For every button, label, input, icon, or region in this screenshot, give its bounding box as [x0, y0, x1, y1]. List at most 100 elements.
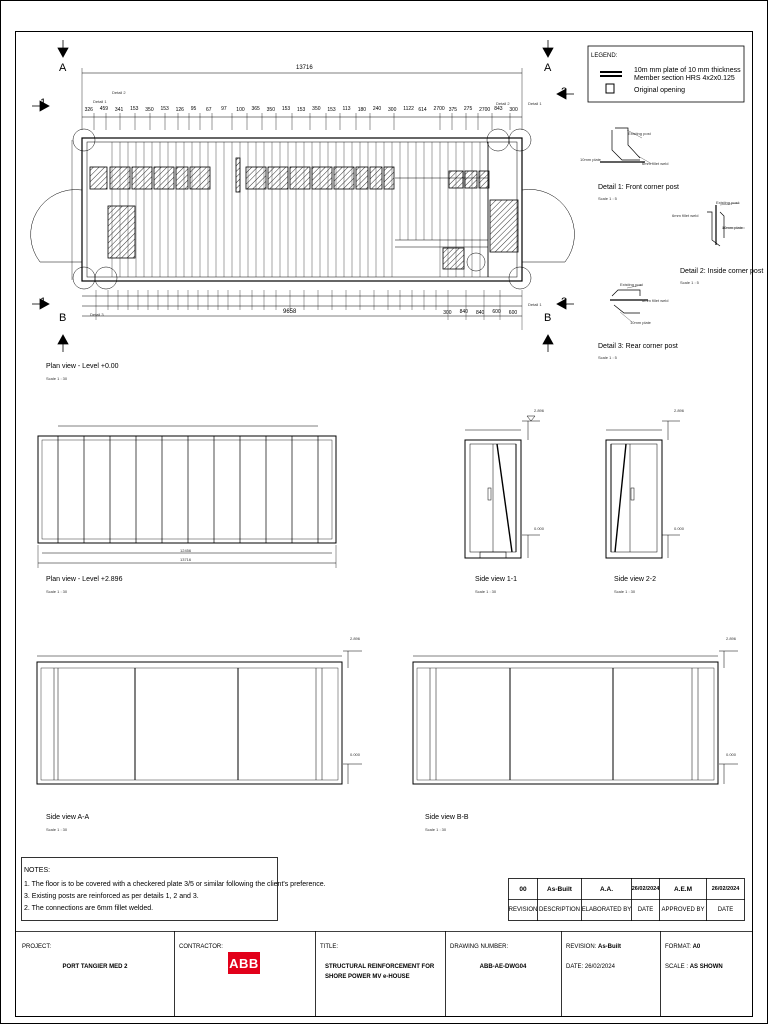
- section-marker-1-bottom: 1: [40, 296, 47, 308]
- revision-value: As-Built: [598, 944, 622, 950]
- dim-label: 350: [266, 107, 275, 113]
- detail3-existing-label: Existing post: [620, 282, 643, 287]
- rev-header-elaborated-by: ELABORATED BY: [582, 907, 631, 913]
- plan0-detail2-label-left: Detail 2: [112, 90, 126, 95]
- dim-label: 843: [494, 106, 503, 112]
- section-marker-2-top: 2: [561, 86, 568, 98]
- plan0-detail3-label: Detail 3: [90, 312, 104, 317]
- detail1-plate-label: 10mm plate: [580, 157, 601, 162]
- plan0-overall-dim: 13716: [296, 65, 313, 71]
- notes-title: NOTES:: [24, 867, 51, 874]
- section-marker-1-top: 1: [40, 97, 47, 109]
- section-marker-2-bottom: 2: [561, 296, 568, 308]
- detail2-title: Detail 2: Inside corner post: [680, 268, 764, 275]
- plan0-scale: Scale 1 : 30: [46, 376, 68, 381]
- drawing-title-line2: SHORE POWER MV e-HOUSE: [325, 974, 410, 980]
- detail2-existing-label: Existing post: [716, 200, 739, 205]
- sideBB-title: Side view B-B: [425, 814, 469, 821]
- dim-label: 153: [281, 106, 291, 112]
- detail1-existing-label: Existing post: [628, 131, 651, 136]
- plan2896-title: Plan view - Level +2.896: [46, 576, 123, 583]
- plan0-detail1-label-right: Detail 1: [528, 101, 542, 106]
- side11-scale: Scale 1 : 30: [475, 589, 497, 594]
- rev-cell-approved-by: A.E.M: [673, 885, 693, 893]
- format-label: FORMAT:: [665, 944, 691, 950]
- drawing-number: ABB-AE-DWG04: [479, 964, 527, 970]
- dim-label: 240: [372, 106, 382, 112]
- dim-label: 100: [236, 107, 245, 113]
- detail-sketches: [600, 127, 745, 323]
- sideAA-scale: Scale 1 : 30: [46, 827, 68, 832]
- legend-item-opening: Original opening: [634, 87, 685, 94]
- format-value: A0: [692, 944, 701, 950]
- detail3-plate-label: 10mm plate: [630, 320, 651, 325]
- dim-label: 600: [492, 309, 501, 315]
- legend-item-plate: 10m mm plate of 10 mm thickness: [634, 67, 741, 74]
- plan0-detail2-label-right: Detail 2: [496, 101, 510, 106]
- note-item-3: 2. The connections are 6mm fillet welded…: [24, 905, 154, 912]
- detail1-scale: Scale 1 : 5: [598, 196, 617, 201]
- plan2896-inner-dim: 12456: [180, 548, 192, 553]
- sideBB-scale: Scale 1 : 30: [425, 827, 447, 832]
- plan0-title: Plan view - Level +0.00: [46, 363, 119, 370]
- rev-header-revision: REVISION: [509, 907, 537, 913]
- dim-label: 600: [508, 310, 518, 316]
- rev-header-date2: DATE: [717, 907, 734, 913]
- level-bottom-sideAA: 0.000: [350, 752, 361, 757]
- dim-label: 95: [190, 106, 197, 112]
- dim-label: 300: [509, 107, 518, 113]
- project-name: PORT TANGIER MED 2: [62, 964, 128, 970]
- date-label: DATE:: [566, 964, 584, 970]
- title-block-grid: [15, 931, 752, 1016]
- legend-box: [587, 45, 745, 103]
- abb-logo: ABB: [228, 952, 260, 974]
- dim-label: 300: [443, 310, 452, 316]
- dim-label: 153: [160, 106, 169, 112]
- rev-cell-elaborated-by: A.A.: [600, 885, 613, 893]
- dim-label: 153: [130, 106, 139, 112]
- legend-title: LEGEND:: [591, 53, 618, 59]
- plan0-detail1-label-left: Detail 1: [93, 99, 107, 104]
- dim-label: 614: [418, 107, 427, 113]
- rev-cell-description: As-Built: [547, 885, 572, 893]
- dim-label: 840: [459, 309, 468, 315]
- rev-cell-date1: 26/02/2024: [632, 886, 659, 892]
- plan0-detail1-label-bottom: Detail 1: [528, 302, 542, 307]
- dim-label: 300: [388, 107, 397, 113]
- rev-header-date1: DATE: [637, 907, 654, 913]
- level-bottom-side11: 0.000: [534, 526, 545, 531]
- date-value: 26/02/2024: [584, 964, 615, 970]
- dim-label: 350: [145, 107, 154, 113]
- detail3-scale: Scale 1 : 5: [598, 355, 617, 360]
- rev-cell-number: 00: [519, 885, 527, 893]
- dim-label: 97: [221, 106, 227, 112]
- dim-label: 365: [251, 106, 260, 112]
- section-marker-b-right: B: [544, 312, 552, 324]
- detail2-weld-label: 6mm fillet weld: [672, 213, 699, 218]
- side11-title: Side view 1-1: [475, 576, 518, 583]
- dim-label: 326: [84, 107, 93, 113]
- side-view-2-2: [605, 420, 680, 559]
- level-top-sideAA: 2.896: [350, 636, 361, 641]
- detail3-title: Detail 3: Rear corner post: [598, 343, 678, 350]
- side-view-b-b: [412, 650, 738, 785]
- drawing-title-line1: STRUCTURAL REINFORCEMENT FOR: [325, 964, 435, 970]
- section-marker-a-left: A: [59, 62, 67, 74]
- revision-label: REVISION:: [566, 944, 597, 950]
- dim-label: 153: [297, 107, 306, 113]
- detail1-weld-label: 6mm fillet weld: [642, 161, 669, 166]
- dim-label: 341: [114, 107, 124, 113]
- plan0-bottom-dim: 9658: [283, 309, 297, 315]
- detail1-title: Detail 1: Front corner post: [598, 184, 679, 191]
- detail3-weld-label: 6mm fillet weld: [642, 298, 669, 303]
- level-bottom-side22: 0.000: [674, 526, 685, 531]
- plan2896-scale: Scale 1 : 30: [46, 589, 68, 594]
- side-view-1-1: [464, 415, 540, 559]
- contractor-label: CONTRACTOR:: [179, 944, 223, 950]
- scale-label: SCALE :: [665, 964, 689, 970]
- dim-label: 2700: [479, 107, 491, 113]
- section-marker-b-left: B: [59, 312, 67, 324]
